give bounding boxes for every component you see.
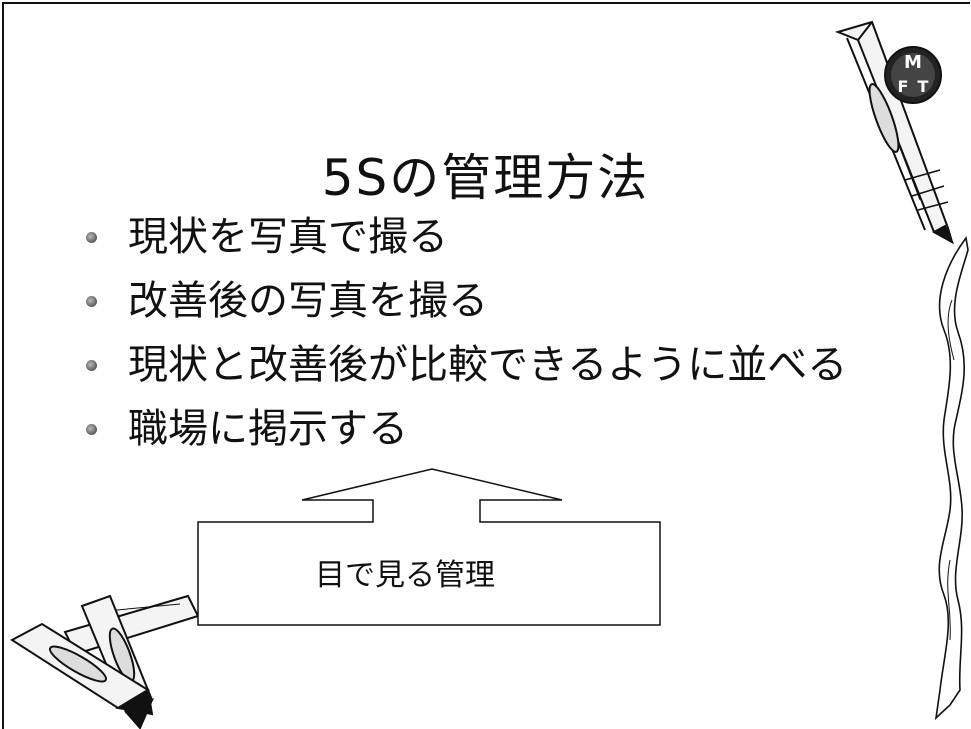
bullet-text: 改善後の写真を撮る [128, 278, 488, 324]
bullet-item: 職場に掲示する [80, 397, 847, 461]
bullet-dot-icon [86, 232, 97, 243]
bullet-list: 現状を写真で撮る 改善後の写真を撮る 現状と改善後が比較できるように並べる 職場… [80, 205, 847, 461]
bullet-text: 現状と改善後が比較できるように並べる [128, 342, 848, 388]
pencils-bottom-left-icon [10, 594, 200, 729]
bullet-item: 現状を写真で撮る [80, 205, 847, 269]
svg-text:T: T [918, 77, 929, 96]
bullet-dot-icon [86, 424, 97, 435]
bullet-item: 現状と改善後が比較できるように並べる [80, 333, 847, 397]
bullet-dot-icon [86, 360, 97, 371]
up-arrow-callout [197, 468, 661, 626]
bullet-dot-icon [86, 296, 97, 307]
ribbon-right-icon [934, 236, 969, 721]
logo-badge-icon: M F T [884, 46, 942, 104]
bullet-text: 職場に掲示する [128, 406, 408, 452]
callout-label: 目で見る管理 [315, 558, 495, 593]
slide-title: 5Sの管理方法 [321, 149, 650, 207]
bullet-item: 改善後の写真を撮る [80, 269, 847, 333]
pencil-top-right-icon [834, 20, 955, 245]
svg-text:M: M [904, 52, 922, 73]
bullet-text: 現状を写真で撮る [128, 214, 448, 260]
svg-text:F: F [898, 77, 909, 96]
